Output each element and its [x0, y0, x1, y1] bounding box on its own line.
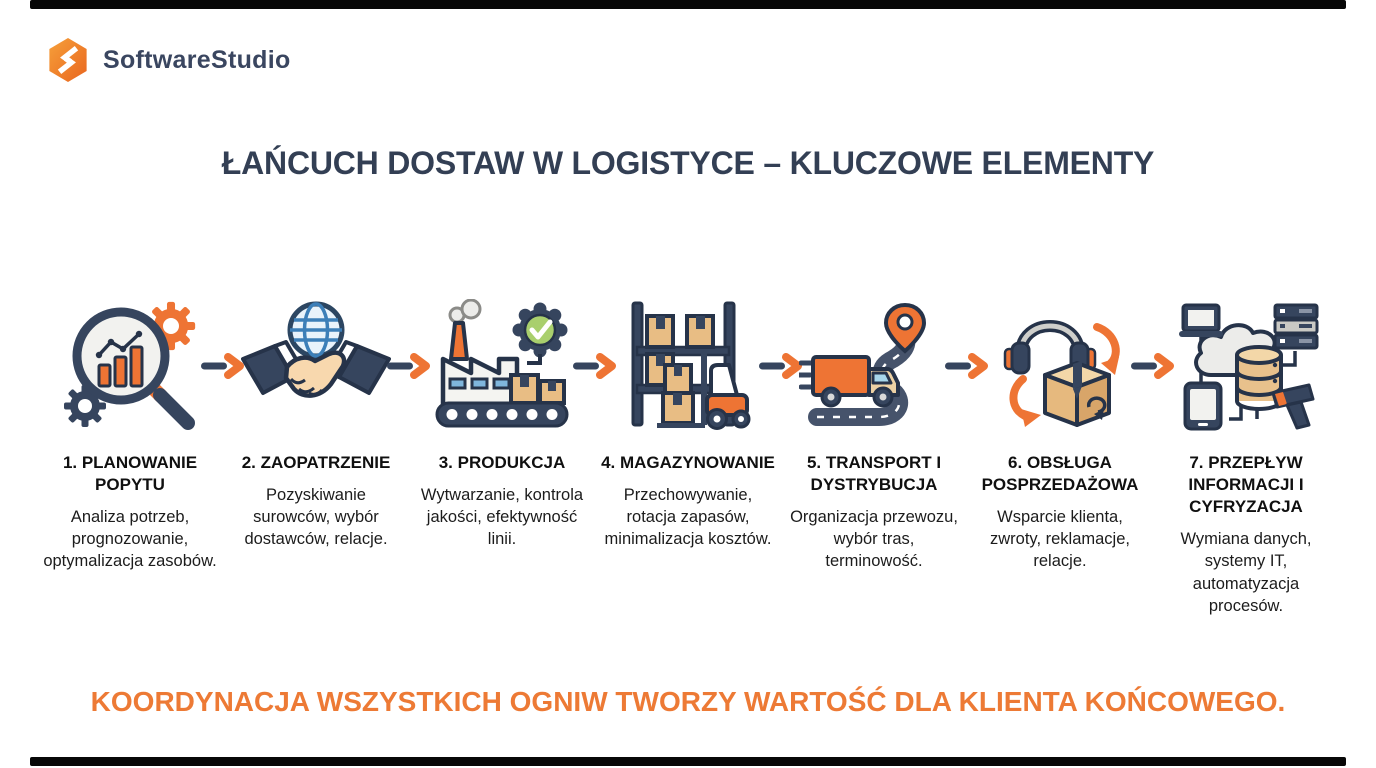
- letterbox-top-bar: [30, 0, 1346, 9]
- letterbox-bottom-bar: [30, 757, 1346, 766]
- step-2-icon-box: [231, 296, 401, 436]
- flow-arrow-icon: [759, 353, 802, 379]
- step-6-icon-box: [975, 296, 1145, 436]
- softwarestudio-logo-icon: [49, 38, 87, 82]
- supply-chain-flow: 1. PLANOWANIE POPYTU Analiza potrzeb, pr…: [43, 296, 1331, 617]
- step-desc: Wsparcie klienta, zwroty, reklamacje, re…: [990, 508, 1130, 571]
- step-1: 1. PLANOWANIE POPYTU Analiza potrzeb, pr…: [43, 296, 244, 617]
- step-5: 5. TRANSPORT I DYSTRYBUCJA Organizacja p…: [789, 296, 988, 617]
- brand-name: SoftwareStudio: [103, 45, 291, 74]
- step-7: 7. PRZEPŁYW INFORMACJI I CYFRYZACJA Wymi…: [1161, 296, 1331, 617]
- step-3: 3. PRODUKCJA Wytwarzanie, kontrola jakoś…: [417, 296, 616, 617]
- step-desc: Wytwarzanie, kontrola jakości, efektywno…: [420, 486, 584, 549]
- step-title: 1. PLANOWANIE POPYTU: [62, 453, 198, 495]
- step-title: 5. TRANSPORT I DYSTRYBUCJA: [806, 453, 942, 495]
- step-1-icon-box: [45, 296, 215, 436]
- flow-arrow-icon: [387, 353, 430, 379]
- factory-conveyor-check-icon: [435, 298, 569, 427]
- step-title: 2. ZAOPATRZENIE: [241, 453, 391, 472]
- step-title: 6. OBSŁUGA POSPRZEDAŻOWA: [981, 453, 1139, 495]
- step-title: 4. MAGAZYNOWANIE: [601, 453, 775, 472]
- step-desc: Przechowywanie, rotacja zapasów, minimal…: [604, 486, 772, 549]
- step-desc: Analiza potrzeb, prognozowanie, optymali…: [43, 508, 217, 571]
- warehouse-rack-forklift-icon: [631, 301, 751, 430]
- step-desc: Wymiana danych, systemy IT, automatyzacj…: [1180, 530, 1312, 615]
- flow-arrow-icon: [201, 353, 244, 379]
- flow-arrow-icon: [945, 353, 988, 379]
- flow-arrow-icon: [1131, 353, 1174, 379]
- step-title: 7. PRZEPŁYW INFORMACJI I CYFRYZACJA: [1188, 453, 1304, 517]
- demand-planning-magnifier-gears-icon: [64, 301, 196, 430]
- headset-return-box-icon: [1003, 319, 1120, 427]
- globe-handshake-icon: [241, 301, 391, 398]
- step-7-icon-box: [1161, 296, 1331, 436]
- step-2: 2. ZAOPATRZENIE Pozyskiwanie surowców, w…: [231, 296, 430, 617]
- brand-logo: SoftwareStudio: [46, 36, 291, 84]
- footer-tagline: KOORDYNACJA WSZYSTKICH OGNIW TWORZY WART…: [90, 686, 1286, 717]
- page-title: ŁAŃCUCH DOSTAW W LOGISTYCE – KLUCZOWE EL…: [221, 145, 1155, 182]
- step-4-icon-box: [603, 296, 773, 436]
- step-6: 6. OBSŁUGA POSPRZEDAŻOWA Wsparcie klient…: [975, 296, 1174, 617]
- step-4: 4. MAGAZYNOWANIE Przechowywanie, rotacja…: [601, 296, 802, 617]
- step-5-icon-box: [789, 296, 959, 436]
- step-3-icon-box: [417, 296, 587, 436]
- cloud-database-devices-icon: [1179, 303, 1319, 430]
- step-title: 3. PRODUKCJA: [438, 453, 566, 472]
- step-desc: Pozyskiwanie surowców, wybór dostawców, …: [244, 486, 388, 549]
- flow-arrow-icon: [573, 353, 616, 379]
- step-desc: Organizacja przewozu, wybór tras, termin…: [790, 508, 958, 571]
- delivery-truck-route-pin-icon: [799, 302, 927, 426]
